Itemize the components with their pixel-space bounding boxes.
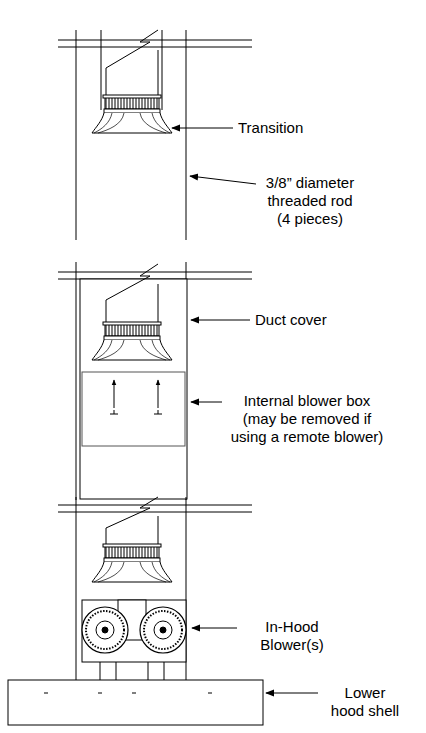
part-label: Transition (238, 119, 348, 137)
part-label: In-Hood Blower(s) (242, 618, 342, 654)
part-label: 3/8” diameter threaded rod (4 pieces) (260, 174, 360, 228)
panel-one (58, 30, 256, 240)
part-label: Duct cover (255, 311, 365, 329)
panel-two (58, 262, 252, 500)
panel-three (8, 497, 318, 725)
part-label: Internal blower box (may be removed if u… (228, 392, 386, 446)
part-label: Lower hood shell (328, 684, 402, 720)
